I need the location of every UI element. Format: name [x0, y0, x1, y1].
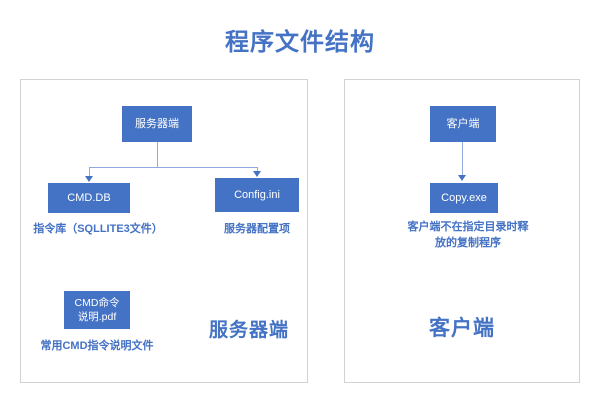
node-client-root[interactable]: 客户端	[430, 106, 496, 142]
copyexe-caption-line1: 客户端不在指定目录时释	[407, 221, 529, 233]
arrowhead-cmddb-icon	[85, 176, 93, 182]
connector-server-to-bus	[157, 142, 158, 168]
server-panel-label: 服务器端	[208, 320, 289, 341]
pdf-label-line1: CMD命令	[74, 297, 120, 309]
connector-client-to-copyexe	[462, 142, 463, 175]
pdf-label-line2: 说明.pdf	[77, 311, 117, 323]
connector-horizontal-bus	[89, 167, 258, 168]
node-copy-exe[interactable]: Copy.exe	[430, 183, 498, 213]
node-cmd-manual-pdf[interactable]: CMD命令 说明.pdf	[64, 291, 130, 329]
node-config-ini[interactable]: Config.ini	[215, 178, 299, 212]
copyexe-caption-line2: 放的复制程序	[435, 237, 501, 249]
client-panel-label: 客户端	[429, 317, 495, 340]
node-server-root[interactable]: 服务器端	[122, 106, 192, 142]
connector-bus-to-configini	[257, 167, 258, 172]
connector-bus-to-cmddb	[89, 167, 90, 177]
arrowhead-copyexe-icon	[458, 175, 466, 181]
page-title: 程序文件结构	[225, 29, 375, 56]
caption-cmd-db: 指令库（SQLLITE3文件）	[33, 223, 163, 235]
caption-copy-exe: 客户端不在指定目录时释 放的复制程序	[380, 219, 556, 251]
arrowhead-configini-icon	[253, 171, 261, 177]
caption-cmd-manual-pdf: 常用CMD指令说明文件	[40, 340, 154, 352]
caption-config-ini: 服务器配置项	[224, 223, 290, 235]
node-cmd-db[interactable]: CMD.DB	[48, 183, 130, 213]
node-cmd-manual-pdf-text: CMD命令 说明.pdf	[75, 296, 120, 324]
